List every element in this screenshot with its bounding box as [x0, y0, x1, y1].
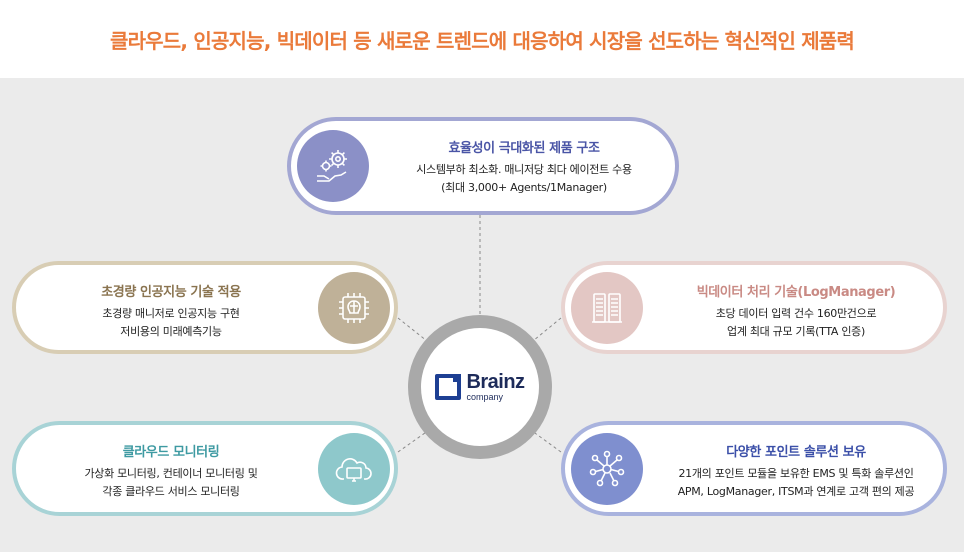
- feature-card-point-solutions: 다양한 포인트 솔루션 보유 21개의 포인트 모듈을 보유한 EMS 및 특화…: [561, 421, 947, 516]
- center-hub: Brainz company: [408, 315, 552, 459]
- card-description: 가상화 모니터링, 컨테이너 모니터링 및 각종 클라우드 서비스 모니터링: [84, 467, 258, 498]
- card-title: 빅데이터 처리 기술(LogManager): [696, 285, 896, 300]
- cloud-monitor-icon: [318, 433, 390, 505]
- server-rack-icon: [571, 272, 643, 344]
- card-title: 클라우드 모니터링: [122, 445, 220, 460]
- card-description: 시스템부하 최소화. 매니저당 최다 에이전트 수용 (최대 3,000+ Ag…: [416, 163, 632, 194]
- feature-card-bigdata: 빅데이터 처리 기술(LogManager) 초당 데이터 입력 건수 160만…: [561, 261, 947, 354]
- center-hub-inner: Brainz company: [421, 328, 539, 446]
- feature-card-efficiency: 효율성이 극대화된 제품 구조 시스템부하 최소화. 매니저당 최다 에이전트 …: [287, 117, 679, 215]
- logo-subtitle: company: [466, 392, 503, 402]
- card-title: 다양한 포인트 솔루션 보유: [726, 445, 866, 460]
- feature-card-ai: 초경량 인공지능 기술 적용 초경량 매니저로 인공지능 구현 저비용의 미래예…: [12, 261, 398, 354]
- card-title: 효율성이 극대화된 제품 구조: [448, 141, 600, 156]
- gear-hand-icon: [297, 130, 369, 202]
- card-description: 초당 데이터 입력 건수 160만건으로 업계 최대 규모 기록(TTA 인증): [715, 307, 877, 338]
- connector-right-bottom: [527, 427, 562, 453]
- card-description: 초경량 매니저로 인공지능 구현 저비용의 미래예측기능: [102, 307, 240, 338]
- logo-mark-icon: [435, 374, 462, 400]
- page-headline: 클라우드, 인공지능, 빅데이터 등 새로운 트렌드에 대응하여 시장을 선도하…: [0, 0, 964, 78]
- feature-card-cloud: 클라우드 모니터링 가상화 모니터링, 컨테이너 모니터링 및 각종 클라우드 …: [12, 421, 398, 516]
- ai-chip-icon: [318, 272, 390, 344]
- brainz-logo: Brainz company: [435, 371, 525, 402]
- logo-name: Brainz: [466, 371, 525, 393]
- connector-left-bottom: [397, 427, 433, 453]
- card-description: 21개의 포인트 모듈을 보유한 EMS 및 특화 솔루션인 APM, LogM…: [677, 467, 915, 498]
- network-nodes-icon: [571, 433, 643, 505]
- connector-right-middle: [527, 317, 562, 346]
- card-title: 초경량 인공지능 기술 적용: [101, 285, 241, 300]
